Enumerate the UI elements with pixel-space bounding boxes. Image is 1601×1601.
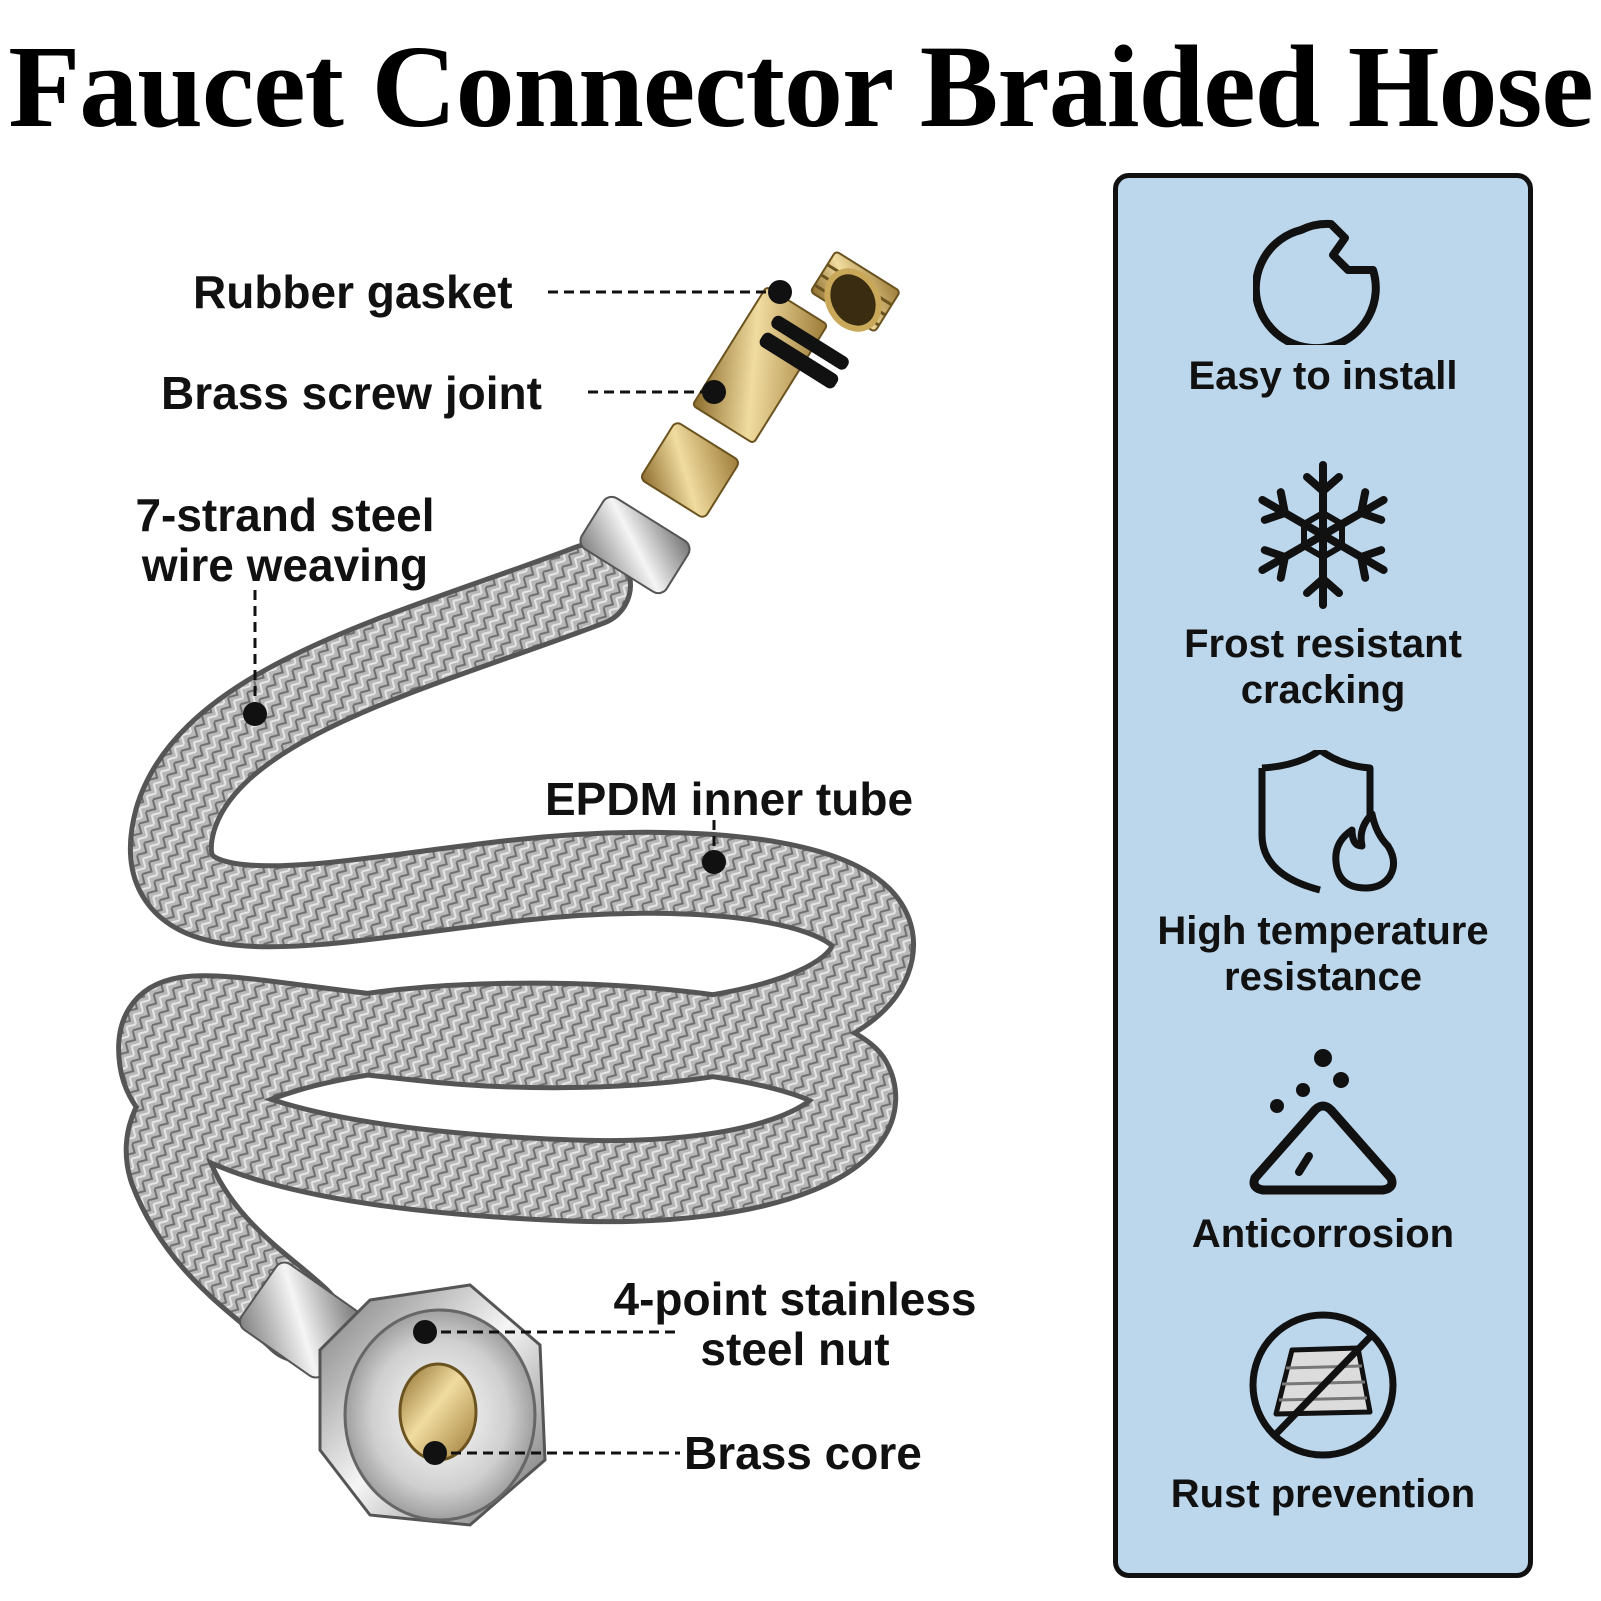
bottom-fitting xyxy=(239,1261,547,1527)
dot-epdm-tube xyxy=(702,850,726,874)
callout-nut-line2: steel nut xyxy=(700,1323,890,1375)
feature-frost-resistant: Frost resistant cracking xyxy=(1118,458,1528,713)
snowflake-icon xyxy=(1258,461,1388,609)
corrosion-icon xyxy=(1249,1049,1397,1195)
no-rust-icon xyxy=(1249,1311,1396,1459)
wrench-icon xyxy=(1253,219,1380,345)
top-fitting xyxy=(579,251,900,595)
callout-epdm-inner-tube: EPDM inner tube xyxy=(545,773,914,825)
feature-line1: Anticorrosion xyxy=(1191,1212,1455,1256)
feature-anticorrosion: Anticorrosion xyxy=(1118,1048,1528,1257)
shield-flame-icon xyxy=(1258,750,1397,894)
callout-steel-wire-line1: 7-strand steel xyxy=(135,489,435,541)
feature-high-temperature: High temperature resistance xyxy=(1118,750,1528,1000)
feature-line2: resistance xyxy=(1224,955,1422,999)
feature-label-anticorrosion: Anticorrosion xyxy=(1118,1211,1528,1257)
feature-label-easy-install: Easy to install xyxy=(1118,353,1528,399)
feature-line1: Frost resistant xyxy=(1184,622,1462,666)
feature-label-frost-resistant: Frost resistant cracking xyxy=(1118,621,1528,713)
feature-line1: Easy to install xyxy=(1188,354,1458,398)
feature-line1: High temperature xyxy=(1157,909,1489,953)
hose-body-braid xyxy=(121,547,911,1358)
callout-brass-screw-joint: Brass screw joint xyxy=(161,367,542,419)
dot-rubber-gasket xyxy=(768,280,792,304)
feature-rust-prevention: Rust prevention xyxy=(1118,1308,1528,1517)
callout-rubber-gasket: Rubber gasket xyxy=(193,266,513,318)
features-panel: Easy to install Frost resistant cracking… xyxy=(1113,173,1533,1578)
dot-brass-core xyxy=(423,1441,447,1465)
dot-steel-wire xyxy=(243,702,267,726)
dot-brass-screw-joint xyxy=(702,380,726,404)
callout-nut-line1: 4-point stainless xyxy=(613,1273,977,1325)
page-title: Faucet Connector Braided Hose xyxy=(8,21,1594,152)
callout-brass-core: Brass core xyxy=(684,1427,922,1479)
callout-nut: 4-point stainless steel nut xyxy=(590,1274,1000,1374)
dot-nut xyxy=(413,1320,437,1344)
feature-easy-install: Easy to install xyxy=(1118,210,1528,399)
feature-line1: Rust prevention xyxy=(1170,1472,1476,1516)
feature-label-rust-prevention: Rust prevention xyxy=(1118,1471,1528,1517)
feature-line2: cracking xyxy=(1240,668,1406,712)
feature-label-high-temperature: High temperature resistance xyxy=(1118,908,1528,1000)
callout-steel-wire-line2: wire weaving xyxy=(141,539,429,591)
callout-steel-wire: 7-strand steel wire weaving xyxy=(110,490,460,590)
